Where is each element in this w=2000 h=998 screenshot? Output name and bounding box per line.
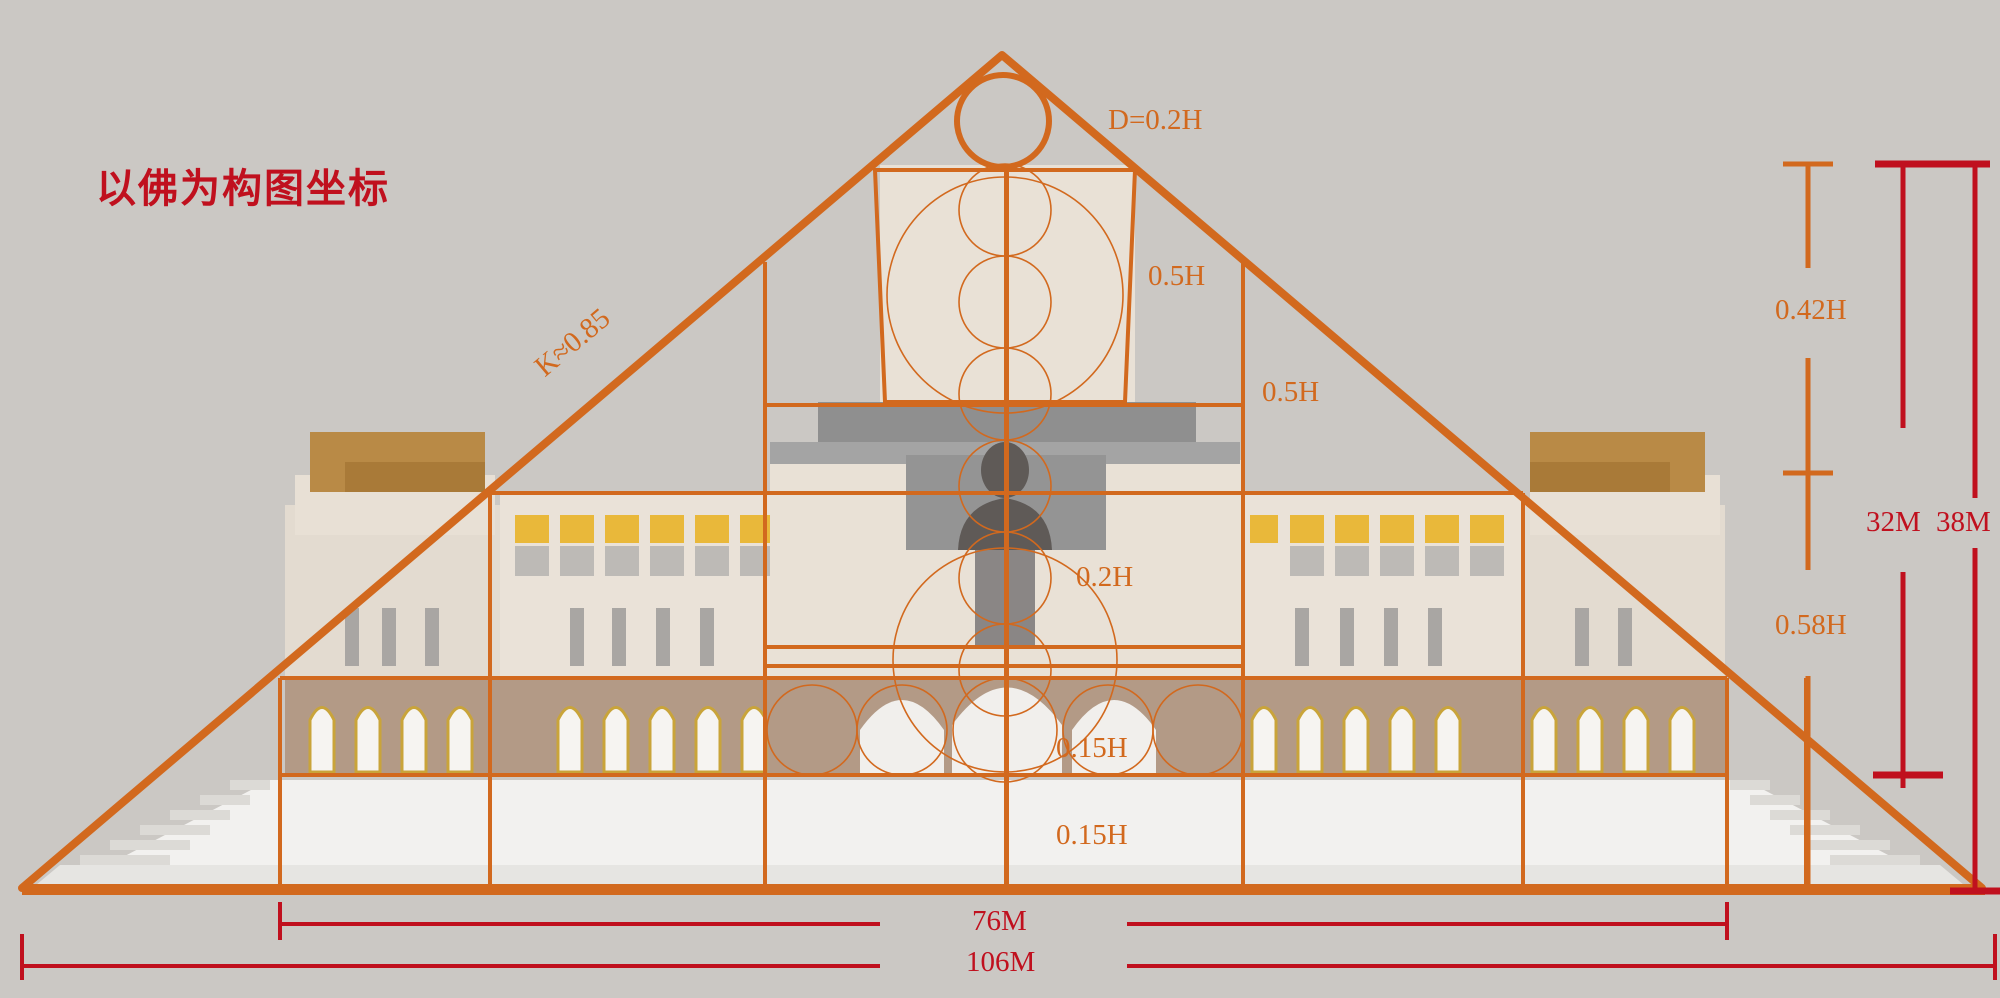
label-arcade: 0.15H bbox=[1056, 732, 1128, 764]
label-plinth: 0.15H bbox=[1056, 819, 1128, 851]
guide-geometry bbox=[18, 51, 1986, 895]
label-width-76: 76M bbox=[972, 905, 1027, 937]
label-upper-box: 0.5H bbox=[1148, 260, 1206, 292]
label-upper-side: 0.5H bbox=[1262, 376, 1320, 408]
label-lower-ratio: 0.58H bbox=[1775, 609, 1847, 641]
label-buddha: 0.2H bbox=[1076, 561, 1134, 593]
yellow-windows bbox=[515, 515, 1504, 543]
grid-verticals bbox=[278, 170, 1808, 888]
right-wood-cap-shade bbox=[1530, 462, 1670, 492]
orange-height-ticks bbox=[1783, 161, 1833, 888]
right-stairs bbox=[1730, 780, 1920, 865]
dimension-lines bbox=[20, 160, 2000, 980]
label-height-32: 32M bbox=[1866, 506, 1921, 538]
grey-windows bbox=[515, 546, 1504, 576]
left-stairs bbox=[80, 780, 270, 865]
diagram-title: 以佛为构图坐标 bbox=[96, 165, 390, 212]
label-width-106: 106M bbox=[966, 946, 1036, 978]
apex-circle bbox=[954, 72, 1052, 170]
label-height-38: 38M bbox=[1936, 506, 1991, 538]
arcade-arches bbox=[308, 706, 1696, 774]
upper-trapezoid bbox=[872, 168, 1138, 404]
left-wood-cap-shade bbox=[345, 462, 485, 492]
label-circle-diameter: D=0.2H bbox=[1108, 104, 1203, 136]
slit-windows bbox=[345, 608, 1632, 666]
label-upper-ratio: 0.42H bbox=[1775, 294, 1847, 326]
plinth-step bbox=[30, 865, 1970, 890]
central-arches bbox=[860, 687, 1156, 775]
